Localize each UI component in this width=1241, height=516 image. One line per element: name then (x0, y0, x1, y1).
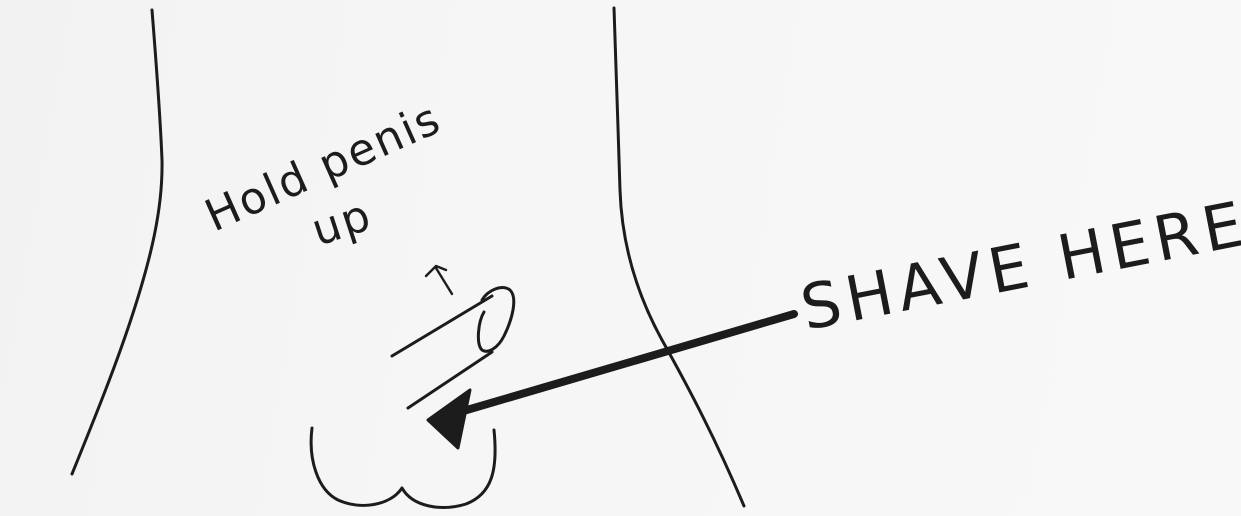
shave-arrow-shaft (456, 310, 798, 416)
shave-arrow-head (426, 388, 472, 450)
up-arrow-icon (424, 264, 454, 296)
penis-shaft-bottom (406, 350, 494, 410)
penis-tip (476, 286, 516, 353)
penis-shaft-top (390, 294, 494, 358)
right-body-outline (612, 6, 746, 508)
hold-label-line2: up (306, 189, 379, 256)
shave-here-label: SHAVE HERE (795, 186, 1241, 344)
left-body-outline (70, 8, 164, 476)
scrotum-outline (309, 426, 497, 509)
